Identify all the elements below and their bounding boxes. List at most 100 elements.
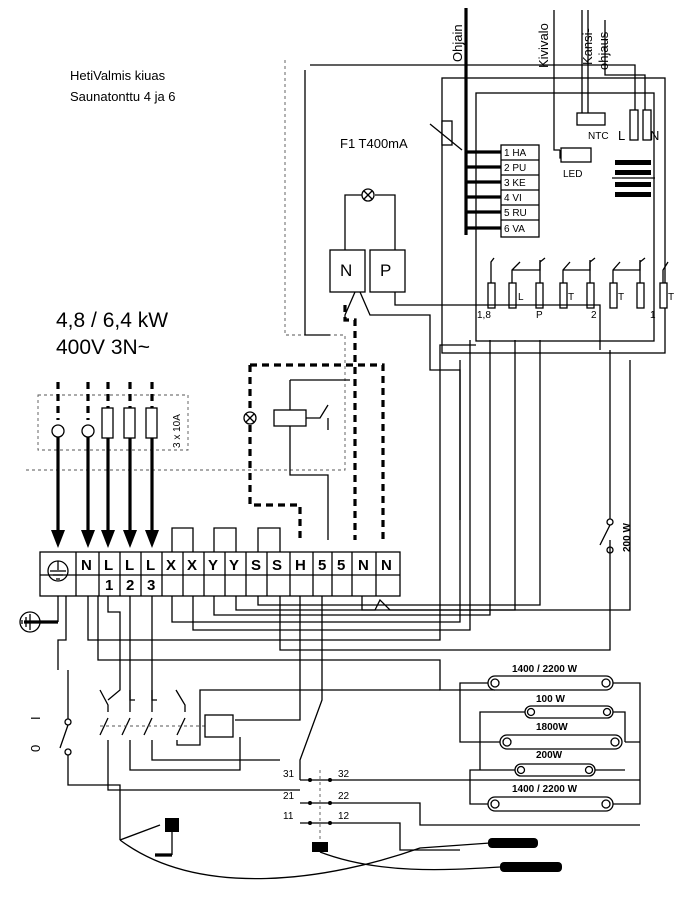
lower-wiring-1 <box>87 344 476 641</box>
controller-pin-3: 3 KE <box>504 178 526 189</box>
label-kivivalo: Kivivalo <box>536 23 551 68</box>
label-fuse-f1: F1 T400mA <box>340 136 408 151</box>
terminal-l3: L <box>146 557 155 574</box>
label-ntc: NTC <box>588 131 609 142</box>
contactor-n-label: N <box>340 261 352 280</box>
fuse-l3 <box>145 407 158 439</box>
terminal-n1: N <box>81 557 92 574</box>
terminal-y1: Y <box>208 557 218 574</box>
controller-pin-2: 2 PU <box>504 163 526 174</box>
terminal-x2: X <box>187 557 197 574</box>
transformer-n-pin <box>642 109 652 141</box>
lower-wiring-3 <box>107 596 121 701</box>
contact-11: 11 <box>283 811 294 822</box>
transformer-icon <box>612 160 655 197</box>
relay-label-7: 1 <box>650 310 656 321</box>
title-line-2: Saunatonttu 4 ja 6 <box>70 89 176 104</box>
relay-coil <box>273 409 307 427</box>
chassis-earth-icon <box>19 611 58 633</box>
contact-21: 21 <box>283 791 295 802</box>
lamp-icon <box>361 188 375 202</box>
contact-12: 12 <box>338 811 350 822</box>
sensor-probes <box>119 838 562 880</box>
lower-wiring-4 <box>129 596 135 701</box>
contact-32: 32 <box>338 769 350 780</box>
heater-links <box>459 682 641 805</box>
heater-1 <box>487 675 614 691</box>
terminal-l1-num: 1 <box>105 577 113 594</box>
terminal-5a: 5 <box>318 557 326 574</box>
contactor-p <box>369 249 406 293</box>
relay-coil-wire <box>289 379 350 540</box>
title-line-1: HetiValmis kiuas <box>70 68 166 83</box>
label-fuses: 3 x 10A <box>172 414 183 448</box>
heater-3-label: 1800W <box>536 722 568 733</box>
onoff-switch <box>59 670 121 840</box>
limit-switch <box>119 818 179 857</box>
terminal-x1: X <box>166 557 176 574</box>
contact-block <box>300 770 640 852</box>
relay-label-4: T <box>568 292 574 303</box>
terminal-5b: 5 <box>337 557 345 574</box>
heater-4 <box>514 763 596 777</box>
terminal-jumpers <box>171 527 281 552</box>
lower-wiring-5 <box>151 596 157 701</box>
controller-pin-1: 1 HA <box>504 148 527 159</box>
relay-label-5: 2 <box>591 310 597 321</box>
earth-terminal-icon <box>47 560 69 582</box>
contact-31: 31 <box>283 769 295 780</box>
fuse-f1-slash <box>429 123 463 151</box>
led-connector <box>560 147 592 163</box>
terminal-l3-num: 3 <box>147 577 155 594</box>
terminal-strip <box>39 551 401 597</box>
fuse-l1 <box>101 407 114 439</box>
relay-label-3: P <box>536 310 543 321</box>
terminal-s1: S <box>251 557 261 574</box>
switch-200w-label: 200 W <box>622 523 633 552</box>
lower-wiring-10 <box>257 340 541 606</box>
controller-enclosure-outer <box>25 60 346 471</box>
terminal-l1: L <box>104 557 113 574</box>
heater-2 <box>524 705 614 719</box>
power-voltage: 400V 3N~ <box>56 336 150 359</box>
lower-wiring-13 <box>299 596 323 780</box>
onoff-on-label: I <box>28 716 43 720</box>
switch-200w <box>599 350 614 554</box>
lower-wiring-11 <box>279 540 611 651</box>
main-contactor <box>99 689 440 791</box>
label-ohjain: Ohjain <box>450 24 465 62</box>
heater-1-label: 1400 / 2200 W <box>512 664 578 675</box>
lower-wiring-2 <box>97 596 495 691</box>
fuse-box <box>37 394 189 451</box>
terminal-y2: Y <box>229 557 239 574</box>
terminal-h: H <box>295 557 306 574</box>
top-left-wire <box>304 64 636 336</box>
ntc-connector <box>576 112 606 126</box>
label-transformer-n: N <box>650 128 659 143</box>
controller-pin-5: 5 RU <box>504 208 527 219</box>
controller-pin-6: 6 VA <box>504 224 525 235</box>
lower-wiring-7 <box>192 340 471 631</box>
relay-label-2: L <box>518 292 524 303</box>
heater-3 <box>499 734 623 750</box>
indicator-lamp-icon <box>243 411 257 425</box>
terminal-l2-num: 2 <box>126 577 134 594</box>
relay-label-6: T <box>618 292 624 303</box>
terminal-l2: L <box>125 557 134 574</box>
input-arrows <box>51 382 159 548</box>
label-led: LED <box>563 169 582 180</box>
terminal-n3: N <box>381 557 392 574</box>
heater-5 <box>487 796 614 812</box>
lower-wiring-14 <box>361 360 631 611</box>
terminal-s2: S <box>272 557 282 574</box>
heater-2-label: 100 W <box>536 694 565 705</box>
relay-row <box>487 257 669 309</box>
relay-contact <box>306 404 329 430</box>
contactor-n <box>329 249 366 293</box>
label-kansiohjaus-2: ohjaus <box>596 31 611 70</box>
power-rating: 4,8 / 6,4 kW <box>56 309 168 332</box>
onoff-off-label: 0 <box>28 745 43 752</box>
controller-pin-header <box>466 144 540 238</box>
terminal-n2: N <box>358 557 369 574</box>
